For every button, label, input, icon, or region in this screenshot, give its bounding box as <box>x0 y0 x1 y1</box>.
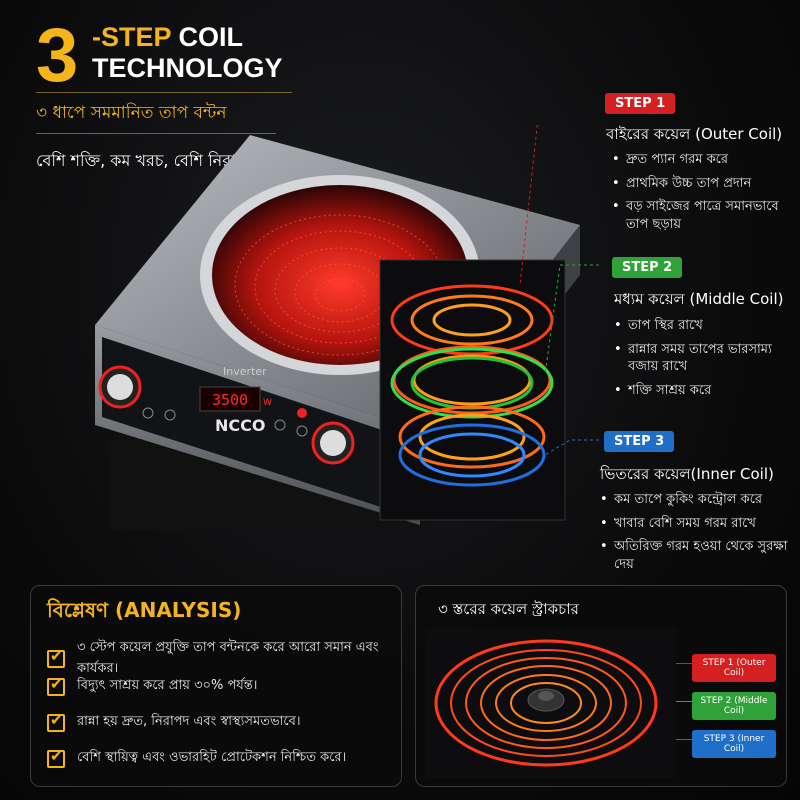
list-item: খাবার বেশি সময় গরম রাখে <box>600 515 792 533</box>
title-highlight: -STEP <box>92 22 172 52</box>
subtitle-divider <box>36 133 276 134</box>
step3-title: ভিতরের কয়েল(Inner Coil) <box>600 465 774 483</box>
brand-logo: NCCO <box>215 416 265 435</box>
panel-button[interactable] <box>296 425 308 437</box>
step2-block: STEP 2 <box>612 256 683 278</box>
step2-title: মধ্যম কয়েল (Middle Coil) <box>614 290 784 308</box>
coil-rings <box>434 639 658 767</box>
display-value: 3500 <box>212 391 248 409</box>
power-display <box>199 386 261 412</box>
panel-button[interactable] <box>274 419 286 431</box>
subtitle: ৩ ধাপে সমমানিত তাপ বন্টন <box>36 103 227 123</box>
center-cap <box>538 691 554 701</box>
analysis-title: বিশ্লেষণ (ANALYSIS) <box>47 598 242 622</box>
checkbox-icon <box>47 711 65 732</box>
header-divider <box>36 92 292 93</box>
checkbox-icon <box>47 747 65 768</box>
big-number-3: 3 <box>36 13 79 98</box>
inverter-label: Inverter <box>223 365 267 378</box>
structure-title: ৩ স্তরের কয়েল স্ট্রাকচার <box>438 600 579 618</box>
tagline: বেশি শক্তি, কম খরচ, বেশি নিরাপত্তা <box>36 151 263 170</box>
step3-bullets: কম তাপে কুকিং কন্ট্রোল করে খাবার বেশি সম… <box>600 491 792 579</box>
list-item: অতিরিক্ত গরম হওয়া থেকে সুরক্ষা দেয় <box>600 538 792 573</box>
label-leader <box>676 663 692 664</box>
coil-structure-diagram <box>426 628 676 778</box>
analysis-item: রান্না হয় দ্রুত, নিরাপদ এবং স্বাস্থ্যসম… <box>47 711 397 733</box>
list-item: কম তাপে কুকিং কন্ট্রোল করে <box>600 491 792 509</box>
cooktop-illustration: 3500 W Inverter NCCO <box>95 125 600 530</box>
display-unit: W <box>263 398 272 408</box>
panel-button[interactable] <box>142 407 154 419</box>
step2-connector <box>544 264 600 376</box>
list-item: প্রাথমিক উচ্চ তাপ প্রদান <box>612 175 792 193</box>
analysis-item: বিদ্যুৎ সাশ্রয় করে প্রায় ৩০% পর্যন্ত। <box>47 675 397 697</box>
list-item: রান্নার সময় তাপের ভারসাম্য বজায় রাখে <box>614 341 794 376</box>
analysis-item-text: ৩ স্টেপ কয়েল প্রযুক্তি তাপ বন্টনকে করে … <box>77 640 379 676</box>
checkbox-icon <box>47 647 65 668</box>
analysis-item-text: রান্না হয় দ্রুত, নিরাপদ এবং স্বাস্থ্যসম… <box>77 714 301 729</box>
step2-badge: STEP 2 <box>612 257 683 278</box>
list-item: দ্রুত প্যান গরম করে <box>612 151 792 169</box>
right-knob-cap <box>320 430 346 456</box>
label-leader <box>676 739 692 740</box>
control-glass <box>102 337 412 517</box>
structure-label-step1: STEP 1 (Outer Coil) <box>692 654 776 682</box>
coil-layers <box>390 284 554 487</box>
step1-bullets: দ্রুত প্যান গরম করে প্রাথমিক উচ্চ তাপ প্… <box>612 151 792 239</box>
step1-title: বাইরের কয়েল (Outer Coil) <box>606 125 783 143</box>
title-line1-rest: COIL <box>171 22 244 52</box>
step3-block: STEP 3 <box>604 430 675 452</box>
title-line-1: -STEP COIL <box>92 24 243 51</box>
analysis-item-text: বিদ্যুৎ সাশ্রয় করে প্রায় ৩০% পর্যন্ত। <box>77 678 258 693</box>
left-knob-cap <box>107 374 133 400</box>
analysis-item: ৩ স্টেপ কয়েল প্রযুক্তি তাপ বন্টনকে করে … <box>47 638 397 680</box>
panel-button[interactable] <box>164 409 176 421</box>
list-item: বড় সাইজের পাত্রে সমানভাবে তাপ ছড়ায় <box>612 198 792 233</box>
step1-block: STEP 1 <box>605 92 676 114</box>
structure-panel: ৩ স্তরের কয়েল স্ট্রাকচার STEP 1 (Outer … <box>415 585 787 787</box>
step3-badge: STEP 3 <box>604 431 675 452</box>
label-leader <box>676 701 692 702</box>
analysis-item-text: বেশি স্থায়িত্ব এবং ওভারহিট প্রোটেকশন নি… <box>77 750 347 765</box>
structure-label-step3: STEP 3 (Inner Coil) <box>692 730 776 758</box>
analysis-item: বেশি স্থায়িত্ব এবং ওভারহিট প্রোটেকশন নি… <box>47 747 397 769</box>
analysis-panel: বিশ্লেষণ (ANALYSIS) ৩ স্টেপ কয়েল প্রযুক… <box>30 585 402 787</box>
list-item: তাপ স্থির রাখে <box>614 317 794 335</box>
step3-connector <box>544 439 600 456</box>
checkbox-icon <box>47 675 65 696</box>
power-button[interactable] <box>297 408 307 418</box>
structure-label-step2: STEP 2 (Middle Coil) <box>692 692 776 720</box>
title-line-2: TECHNOLOGY <box>92 53 283 83</box>
step1-badge: STEP 1 <box>605 93 676 114</box>
step2-bullets: তাপ স্থির রাখে রান্নার সময় তাপের ভারসাম… <box>614 317 794 405</box>
list-item: শক্তি সাশ্রয় করে <box>614 382 794 400</box>
